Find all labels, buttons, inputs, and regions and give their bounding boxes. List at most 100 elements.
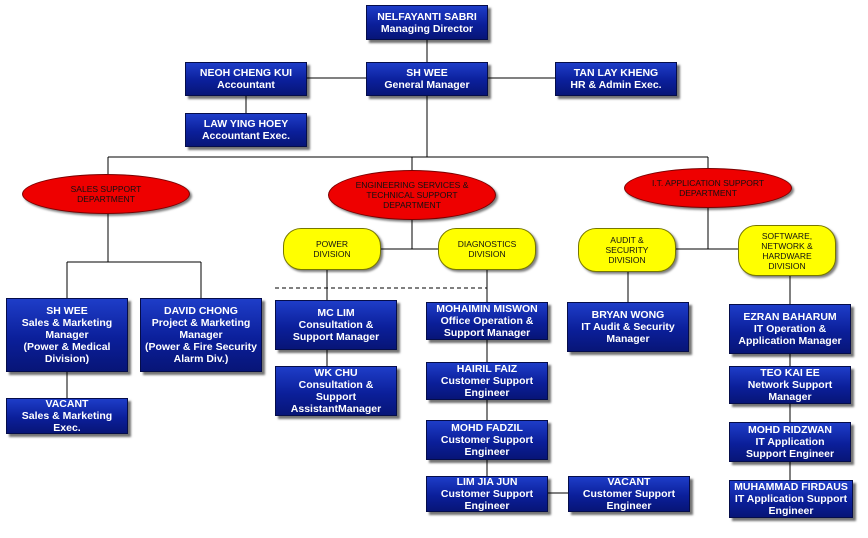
staff-title-line: Project & Marketing [151,317,251,329]
staff-name: VACANT [607,476,651,488]
power-division: POWER DIVISION [283,228,381,270]
staff-title-line: IT Application Support [734,493,848,505]
mohaimin-box: MOHAIMIN MISWON Office Operation & Suppo… [426,302,548,340]
staff-name: VACANT [45,398,89,410]
dept-label-line: SALES SUPPORT [70,184,142,194]
staff-title-line: Consultation & [298,319,374,331]
staff-title-line: Division) [44,353,90,365]
staff-title-line: AssistantManager [290,403,382,415]
staff-name: BRYAN WONG [591,309,665,321]
diagnostics-division: DIAGNOSTICS DIVISION [438,228,536,270]
staff-title-line: Engineer [606,500,652,512]
dept-label-line: ENGINEERING SERVICES & [355,180,469,190]
staff-title-line: Engineer [768,505,814,517]
staff-title-line: Customer Support [440,488,534,500]
staff-name: LIM JIA JUN [456,476,518,488]
division-label-line: HARDWARE [762,250,812,261]
staff-title-line: Manager [45,329,89,341]
staff-name: SH WEE [46,305,88,317]
accountant-exec-name: LAW YING HOEY [203,118,289,130]
staff-name: DAVID CHONG [164,305,238,317]
audit-security-division: AUDIT & SECURITY DIVISION [578,228,676,272]
staff-name: WK CHU [314,367,358,379]
managing-director-box: NELFAYANTI SABRI Managing Director [366,5,488,40]
staff-title-line: Engineer [464,387,510,399]
staff-title-line: Engineer [464,500,510,512]
division-label-line: DIVISION [313,249,351,259]
accountant-exec-title: Accountant Exec. [201,130,291,142]
staff-name: MOHAIMIN MISWON [436,303,538,315]
staff-title-line: (Power & Fire Security [144,341,258,353]
staff-name: TEO KAI EE [760,367,820,379]
general-manager-name: SH WEE [406,67,448,79]
staff-title-line: Support Manager [443,327,531,339]
general-manager-box: SH WEE General Manager [366,62,488,96]
general-manager-title: General Manager [384,79,470,91]
hairil-box: HAIRIL FAIZ Customer Support Engineer [426,362,548,400]
sales-exec-box: VACANT Sales & Marketing Exec. [6,398,128,434]
staff-title-line: Consultation & [298,379,374,391]
bryan-wong-box: BRYAN WONG IT Audit & Security Manager [567,302,689,352]
staff-title-line: Office Operation & [440,315,534,327]
staff-name: EZRAN BAHARUM [743,311,837,323]
division-label-line: POWER [315,239,349,249]
accountant-title: Accountant [217,79,275,91]
managing-director-name: NELFAYANTI SABRI [377,10,477,23]
wk-chu-box: WK CHU Consultation & Support AssistantM… [275,366,397,416]
fadzil-box: MOHD FADZIL Customer Support Engineer [426,420,548,460]
staff-title-line: IT Application [755,436,825,448]
staff-name: MOHD FADZIL [451,422,523,434]
mc-lim-box: MC LIM Consultation & Support Manager [275,300,397,350]
division-label-line: AUDIT & [610,235,644,245]
it-application-support-department: I.T. APPLICATION SUPPORT DEPARTMENT [624,168,792,208]
staff-title-line: Support Engineer [745,448,835,460]
sales-manager-box: SH WEE Sales & Marketing Manager (Power … [6,298,128,372]
division-label-line: NETWORK & [761,240,813,251]
teo-kai-ee-box: TEO KAI EE Network Support Manager [729,366,851,404]
staff-title-line: Manager [606,333,650,345]
accountant-name: NEOH CHENG KUI [199,67,293,79]
division-label-line: SOFTWARE, [761,230,813,241]
staff-title-line: Customer Support [440,375,534,387]
accountant-exec-box: LAW YING HOEY Accountant Exec. [185,113,307,147]
staff-title-line: Manager [768,391,812,403]
ridzwan-box: MOHD RIDZWAN IT Application Support Engi… [729,422,851,462]
dept-label-line: DEPARTMENT [679,188,737,198]
division-label-line: DIVISION [468,249,506,259]
lim-jia-jun-box: LIM JIA JUN Customer Support Engineer [426,476,548,512]
staff-title-line: Engineer [464,446,510,458]
staff-title-line: Customer Support [582,488,676,500]
dept-label-line: DEPARTMENT [383,200,441,210]
firdaus-box: MUHAMMAD FIRDAUS IT Application Support … [729,480,853,518]
dept-label-line: TECHNICAL SUPPORT [366,190,458,200]
division-label-line: DIVISION [608,255,646,265]
staff-title-line: Sales & Marketing [21,410,113,422]
staff-title-line: Customer Support [440,434,534,446]
staff-title-line: Support [315,391,357,403]
division-label-line: DIVISION [768,260,806,271]
vacant-cs-box: VACANT Customer Support Engineer [568,476,690,512]
division-label-line: SECURITY [605,245,649,255]
accountant-box: NEOH CHENG KUI Accountant [185,62,307,96]
staff-title-line: Support Manager [292,331,380,343]
staff-title-line: IT Operation & [753,323,827,335]
project-manager-box: DAVID CHONG Project & Marketing Manager … [140,298,262,372]
staff-title-line: (Power & Medical [23,341,111,353]
staff-title-line: Application Manager [738,335,842,347]
staff-title-line: IT Audit & Security [581,321,675,333]
hr-admin-title: HR & Admin Exec. [570,79,662,91]
hr-admin-name: TAN LAY KHENG [573,67,659,79]
staff-name: MC LIM [317,307,355,319]
staff-name: MUHAMMAD FIRDAUS [734,481,848,493]
staff-title-line: Alarm Div.) [173,353,229,365]
staff-name: MOHD RIDZWAN [748,424,832,436]
engineering-services-department: ENGINEERING SERVICES & TECHNICAL SUPPORT… [328,170,496,220]
staff-title-line: Exec. [53,422,81,434]
software-network-hardware-division: SOFTWARE, NETWORK & HARDWARE DIVISION [738,225,836,276]
hr-admin-box: TAN LAY KHENG HR & Admin Exec. [555,62,677,96]
staff-title-line: Sales & Marketing [21,317,113,329]
staff-title-line: Network Support [747,379,833,391]
staff-name: HAIRIL FAIZ [456,363,518,375]
staff-title-line: Manager [179,329,223,341]
